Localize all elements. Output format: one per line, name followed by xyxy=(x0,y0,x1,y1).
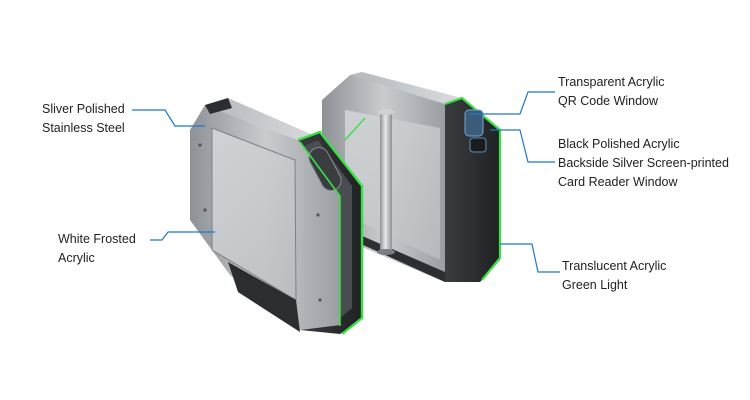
front-green-light xyxy=(297,130,364,335)
screw xyxy=(203,208,207,212)
callout-text: Black Polished Acrylic xyxy=(558,137,680,151)
callout-qr-window: Transparent Acrylic QR Code Window xyxy=(558,73,665,111)
front-frosted-panel xyxy=(212,128,296,300)
leader-qr xyxy=(470,91,555,115)
leader-frosted xyxy=(150,231,215,241)
callout-frosted-acrylic: White Frosted Acrylic xyxy=(58,230,136,268)
leader-lines xyxy=(132,91,560,273)
card-reader-window xyxy=(469,137,487,153)
rear-frosted-panel xyxy=(345,110,440,260)
callout-text: Translucent Acrylic xyxy=(562,259,667,273)
callout-text: White Frosted xyxy=(58,232,136,246)
callout-text: Green Light xyxy=(562,278,628,292)
screw xyxy=(316,213,320,217)
screw xyxy=(318,298,322,302)
rear-cabinet-top xyxy=(350,72,462,104)
leader-black xyxy=(490,129,555,163)
callout-polished-steel: Sliver Polished Stainless Steel xyxy=(42,100,125,138)
callout-card-reader: Black Polished Acrylic Backside Silver S… xyxy=(558,135,729,192)
screw xyxy=(198,143,202,147)
front-cabinet-top xyxy=(205,98,320,140)
front-green-light-inner xyxy=(299,141,341,326)
callout-text: Backside Silver Screen-printed xyxy=(558,156,729,170)
pole-foot xyxy=(377,249,395,255)
qr-code-window xyxy=(464,109,484,137)
callout-text: Transparent Acrylic xyxy=(558,75,665,89)
front-top-cap xyxy=(205,98,232,114)
callout-text: Acrylic xyxy=(58,251,95,265)
callout-text: Sliver Polished xyxy=(42,102,125,116)
pole-shaft xyxy=(380,112,392,252)
swing-pole xyxy=(377,109,395,255)
rear-inner-accent xyxy=(344,117,366,141)
pole-cap xyxy=(378,109,394,115)
leader-steel xyxy=(132,109,205,127)
callout-text: Card Reader Window xyxy=(558,175,678,189)
callout-green-light: Translucent Acrylic Green Light xyxy=(562,257,666,295)
front-base-strip xyxy=(228,262,300,332)
callout-text: Stainless Steel xyxy=(42,121,125,135)
callout-text: QR Code Window xyxy=(558,94,659,108)
leader-light xyxy=(500,243,560,273)
front-cabinet xyxy=(190,98,364,335)
